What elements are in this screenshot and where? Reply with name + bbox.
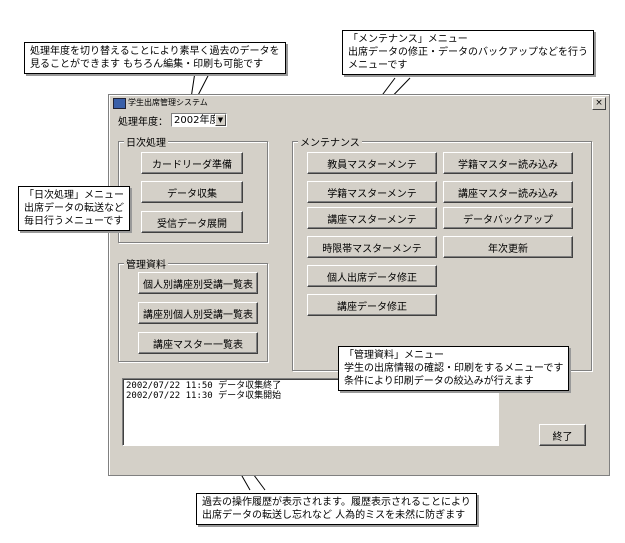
log-line: 2002/07/22 11:30 データ収集開始 (126, 391, 282, 401)
callout-maintenance: 「メンテナンス」メニュー 出席データの修正・データのバックアップなどを行う メニ… (342, 30, 594, 75)
year-select[interactable]: 2002年度 ▼ (171, 113, 227, 127)
main-window: 学生出席管理システム × 処理年度： 2002年度 ▼ 日次処理 カードリーダ準… (108, 94, 610, 476)
student-master-button[interactable]: 学籍マスターメンテ (307, 181, 437, 203)
period-master-button[interactable]: 時限帯マスターメンテ (307, 236, 437, 258)
attendance-edit-button[interactable]: 個人出席データ修正 (307, 265, 437, 287)
reports-group-label: 管理資料 (124, 256, 168, 271)
course-master-list-button[interactable]: 講座マスター一覧表 (138, 332, 258, 354)
exit-button[interactable]: 終了 (539, 424, 586, 446)
daily-group-label: 日次処理 (124, 134, 168, 149)
title-bar: 学生出席管理システム × (110, 96, 608, 110)
callout-line: 見ることができます もちろん編集・印刷も可能です (30, 59, 264, 70)
callout-line: 出席データの修正・データのバックアップなどを行う (348, 47, 588, 58)
callout-line: 毎日行うメニューです (24, 216, 124, 227)
expand-data-button[interactable]: 受信データ展開 (141, 211, 243, 233)
teacher-master-button[interactable]: 教員マスターメンテ (307, 152, 437, 174)
maintenance-group-label: メンテナンス (298, 134, 362, 149)
app-icon (113, 98, 126, 109)
callout-line: メニューです (348, 60, 408, 71)
report-by-student-button[interactable]: 個人別講座別受講一覧表 (138, 272, 258, 294)
callout-year: 処理年度を切り替えることにより素早く過去のデータを 見ることができます もちろん… (24, 42, 286, 74)
callout-line: 過去の操作履歴が表示されます。履歴表示されることにより (202, 497, 471, 508)
course-master-button[interactable]: 講座マスターメンテ (307, 207, 437, 229)
student-import-button[interactable]: 学籍マスター読み込み (443, 152, 573, 174)
annual-update-button[interactable]: 年次更新 (443, 236, 573, 258)
report-by-course-button[interactable]: 講座別個人別受講一覧表 (138, 302, 258, 324)
callout-history: 過去の操作履歴が表示されます。履歴表示されることにより 出席データの転送し忘れな… (196, 493, 477, 525)
reports-group (118, 263, 268, 362)
callout-line: 出席データの転送など (24, 203, 124, 214)
year-label: 処理年度： (118, 117, 168, 128)
course-data-edit-button[interactable]: 講座データ修正 (307, 294, 437, 316)
window-title: 学生出席管理システム (128, 98, 208, 107)
data-collect-button[interactable]: データ収集 (141, 181, 243, 203)
backup-button[interactable]: データバックアップ (443, 207, 573, 229)
callout-line: 学生の出席情報の確認・印刷をするメニューです (344, 363, 564, 374)
callout-line: 処理年度を切り替えることにより素早く過去のデータを (30, 46, 280, 57)
callout-line: 条件により印刷データの絞込みが行えます (344, 376, 534, 387)
callout-line: 「管理資料」メニュー (344, 350, 444, 361)
callout-line: 「メンテナンス」メニュー (348, 34, 468, 45)
callout-line: 出席データの転送し忘れなど 人為的ミスを未然に防ぎます (202, 510, 466, 521)
card-reader-button[interactable]: カードリーダ準備 (141, 152, 243, 174)
close-button[interactable]: × (592, 97, 606, 110)
year-value: 2002年度 (174, 115, 220, 126)
callout-reports: 「管理資料」メニュー 学生の出席情報の確認・印刷をするメニューです 条件により印… (338, 346, 570, 391)
chevron-down-icon[interactable]: ▼ (215, 114, 226, 126)
course-import-button[interactable]: 講座マスター読み込み (443, 181, 573, 203)
callout-line: 「日次処理」メニュー (24, 190, 124, 201)
log-line: 2002/07/22 11:50 データ収集終了 (126, 381, 282, 391)
callout-daily: 「日次処理」メニュー 出席データの転送など 毎日行うメニューです (18, 186, 130, 231)
